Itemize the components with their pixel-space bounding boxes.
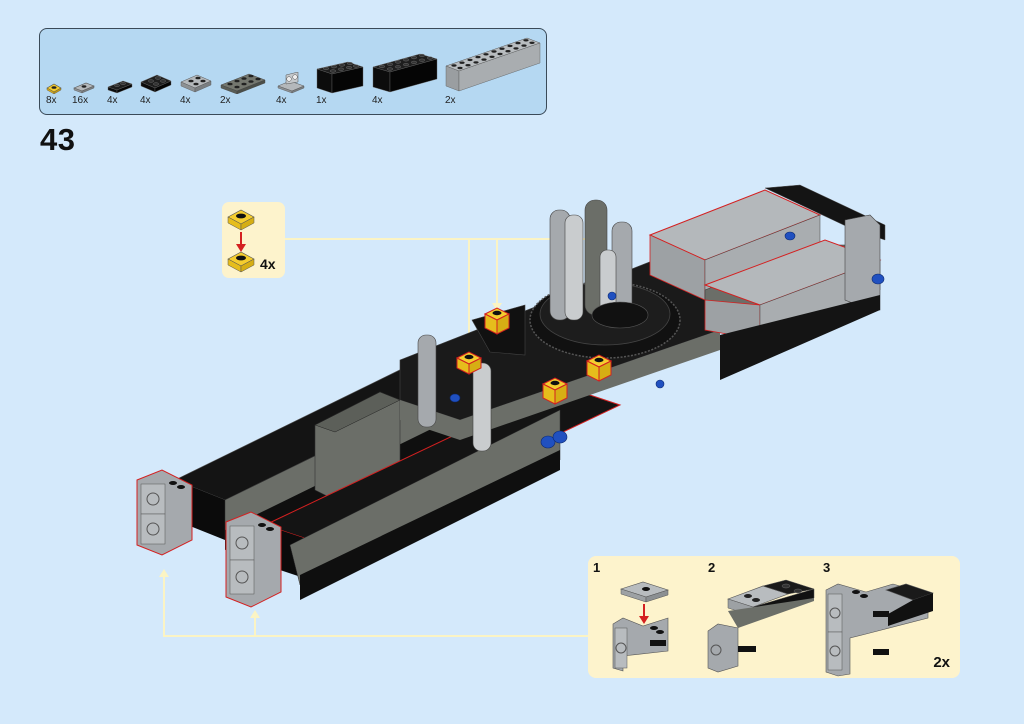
front-rail (263, 384, 622, 600)
substep-3-illustration (825, 583, 934, 677)
jumper-plate-icon (73, 82, 95, 94)
part-qty: 4x (180, 95, 191, 106)
liftarms (417, 199, 649, 452)
part-yellow-1x1-plate: 8x (46, 82, 62, 106)
plate-callout-box: 4x (222, 202, 285, 278)
part-qty: 1x (316, 95, 327, 106)
substep-2-illustration (707, 579, 815, 673)
bracket-icon (277, 72, 305, 94)
right-gray-bricks (648, 184, 886, 380)
subassembly-illustrations (612, 579, 934, 677)
part-qty: 2x (445, 95, 456, 106)
substep-number-1: 1 (593, 560, 601, 575)
part-qty: 2x (220, 95, 231, 106)
part-black-2x2-plate: 4x (140, 72, 172, 106)
part-dark-gray-2x4-plate: 2x (220, 72, 266, 106)
yellow-plate-icon (46, 83, 62, 94)
black-brick-icon (372, 53, 438, 93)
blue-pins (449, 231, 885, 449)
part-light-gray-2x2-plate: 4x (180, 72, 212, 106)
part-qty: 16x (72, 95, 89, 106)
part-black-1x2-plate: 4x (107, 78, 133, 106)
part-qty: 4x (372, 95, 383, 106)
subassembly-box: 1 2 3 (588, 556, 960, 678)
new-yellow-plates (455, 307, 613, 405)
substep-number-2: 2 (708, 560, 716, 575)
light-gray-plate-icon (180, 74, 212, 93)
black-brick-icon (316, 61, 364, 94)
part-qty: 4x (140, 95, 151, 106)
part-black-2x6-brick: 4x (372, 52, 438, 106)
light-gray-brick-icon (445, 37, 541, 92)
substep-number-3: 3 (823, 560, 831, 575)
callout-quantity: 4x (260, 256, 276, 272)
part-qty: 8x (46, 95, 57, 106)
substep-1-illustration (612, 581, 669, 672)
part-qty: 4x (276, 95, 287, 106)
black-plate-icon (107, 80, 133, 94)
part-light-gray-jumper-plate: 16x (72, 80, 96, 106)
part-light-gray-bracket: 4x (276, 72, 306, 106)
part-qty: 4x (107, 95, 118, 106)
step-number: 43 (40, 122, 76, 157)
part-light-gray-2x10-brick: 2x (445, 36, 541, 106)
black-plate-icon (140, 74, 172, 93)
parts-list-box: 8x 16x 4x 4x (39, 28, 547, 115)
part-black-2x4-brick: 1x (316, 60, 364, 106)
subassembly-multiplier: 2x (933, 654, 950, 671)
yellow-plate-stack-icon (227, 209, 255, 273)
dark-gray-plate-icon (220, 73, 266, 94)
front-brackets (136, 469, 282, 608)
